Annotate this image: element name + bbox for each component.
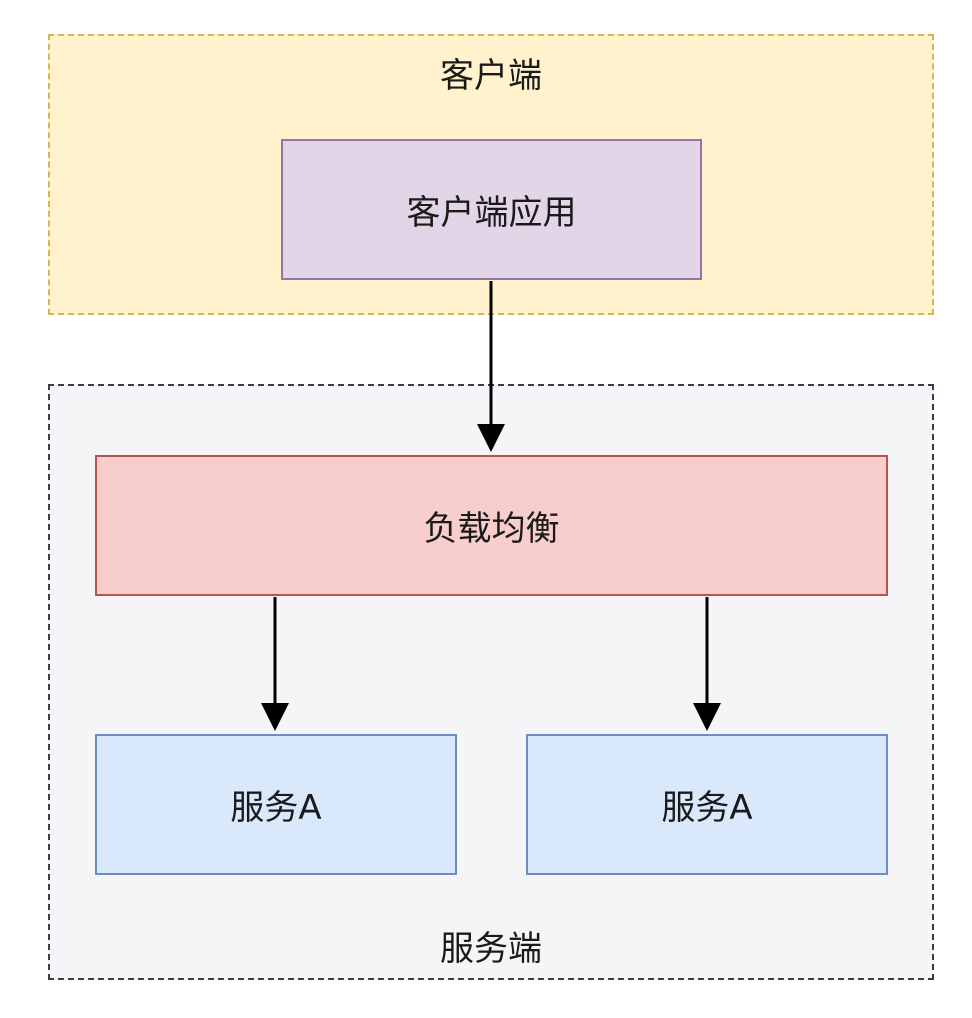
service-a-left-label: 服务A	[230, 788, 322, 828]
load-balancer-node: 负载均衡	[95, 455, 888, 596]
service-a-right-node: 服务A	[526, 734, 888, 875]
client-app-node: 客户端应用	[281, 139, 702, 280]
server-group-label: 服务端	[440, 929, 542, 969]
service-a-left-node: 服务A	[95, 734, 457, 875]
service-a-right-label: 服务A	[661, 788, 753, 828]
client-group-label: 客户端	[440, 56, 542, 96]
client-app-label: 客户端应用	[406, 193, 577, 233]
load-balancer-label: 负载均衡	[423, 509, 560, 549]
